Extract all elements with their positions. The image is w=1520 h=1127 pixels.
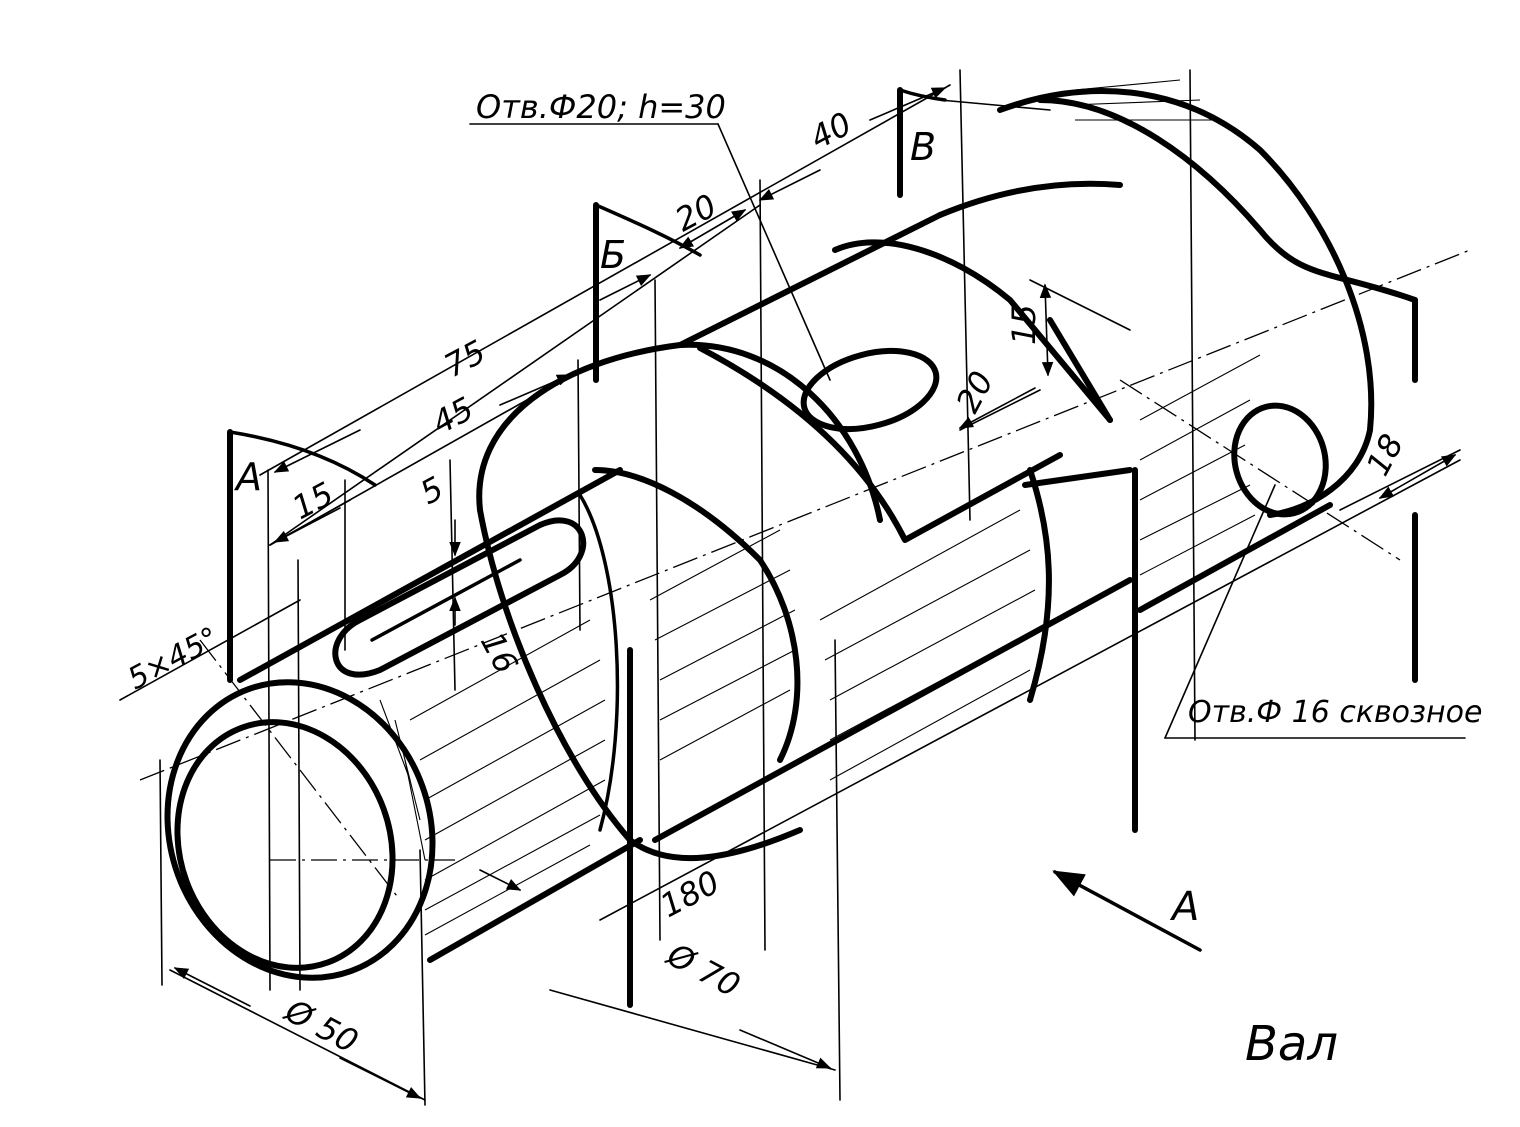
shaft-left-journal	[164, 467, 643, 981]
dimension-arrows	[173, 87, 1457, 1099]
dim-180: 180	[654, 863, 726, 925]
shaft-right-end	[997, 79, 1418, 613]
dim-45: 45	[426, 389, 480, 442]
dim-15-right: 15	[1005, 304, 1043, 345]
dim-dia-50: Ø 50	[277, 991, 364, 1061]
dim-75: 75	[438, 332, 492, 385]
dim-40: 40	[804, 104, 858, 157]
section-label-a: А	[233, 455, 262, 499]
note-hole-top: Отв.Ф20; h=30	[476, 88, 726, 126]
section-label-b: Б	[600, 233, 626, 277]
view-arrow-label: A	[1169, 884, 1199, 930]
section-planes	[227, 87, 1418, 1008]
keyway-slot	[332, 517, 587, 678]
shaft-collar	[476, 180, 1133, 862]
dimension-lines	[119, 84, 1461, 1101]
dim-5: 5	[414, 469, 450, 512]
leader-lines	[469, 99, 1466, 739]
section-label-v: В	[910, 125, 936, 169]
view-arrow	[1052, 870, 1202, 952]
axis-lines	[139, 249, 1471, 901]
note-hole-through: Отв.Ф 16 сквозное	[1188, 695, 1482, 730]
shaft-middle-flat	[697, 239, 1133, 703]
drawing-title: Вал	[1245, 1016, 1338, 1072]
dim-15: 15	[286, 474, 340, 527]
dim-chamfer: 5×45°	[122, 620, 224, 697]
dim-dia-70: Ø 70	[659, 935, 746, 1005]
dim-20-top: 20	[669, 186, 723, 239]
